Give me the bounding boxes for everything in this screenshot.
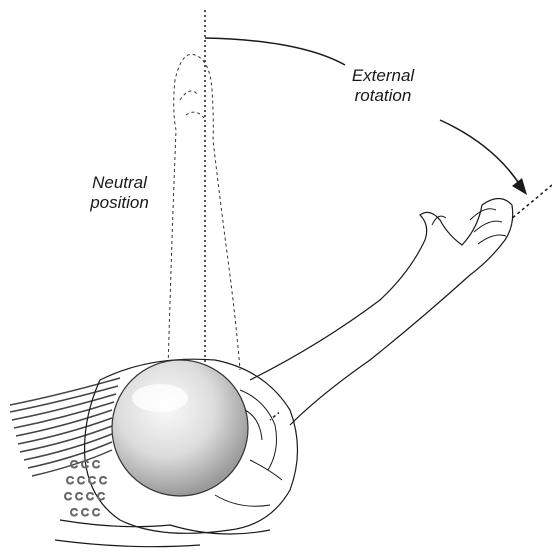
humeral-head: [112, 360, 248, 496]
svg-text:C C C: C C C: [70, 459, 100, 471]
external-rotation-line2: rotation: [328, 86, 438, 106]
external-rotation-line1: External: [328, 66, 438, 86]
neutral-forearm-ghost: [168, 54, 240, 370]
humeral-head-highlight: [132, 384, 188, 412]
muscle-fibers: [10, 378, 120, 476]
svg-text:C C C C: C C C C: [64, 491, 105, 503]
svg-text:C C C C: C C C C: [66, 475, 107, 487]
rotation-arc: [205, 38, 345, 65]
rotation-arrowhead: [512, 178, 527, 195]
rotation-arrow: [440, 120, 522, 188]
neutral-position-label: Neutral position: [72, 173, 167, 213]
neutral-position-line1: Neutral: [72, 173, 167, 193]
external-rotation-label: External rotation: [328, 66, 438, 106]
cartilage-texture: C C C C C C C C C C C C C C: [64, 459, 107, 519]
rotated-forearm: [250, 199, 513, 426]
svg-text:C C C: C C C: [70, 507, 100, 519]
neutral-position-line2: position: [72, 193, 167, 213]
